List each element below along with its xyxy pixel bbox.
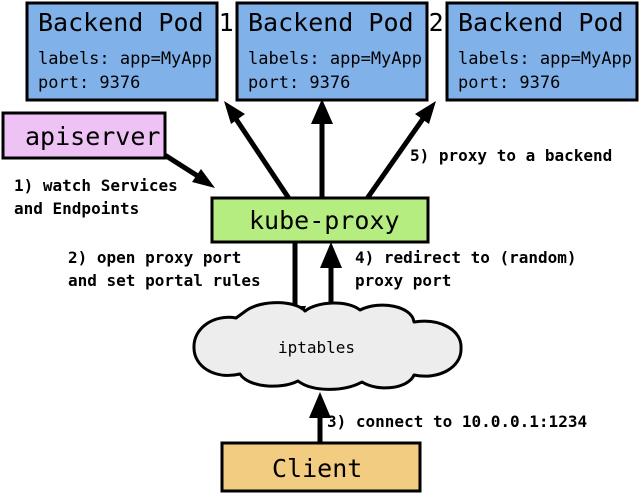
backend-pod-2-labels: labels: app=MyApp [248, 49, 422, 69]
step-1-line-1: 1) watch Services [14, 176, 178, 195]
backend-pod-3-labels: labels: app=MyApp [458, 49, 632, 69]
node-backend-pod-3[interactable]: Backend Pod 3 labels: app=MyApp port: 93… [445, 1, 640, 102]
backend-pod-1-labels: labels: app=MyApp [38, 49, 212, 69]
node-iptables[interactable]: iptables [192, 301, 463, 391]
step-2-label: 2) open proxy port and set portal rules [68, 248, 261, 290]
backend-pod-1-box[interactable] [25, 1, 219, 102]
node-client[interactable]: Client [220, 441, 422, 493]
iptables-label: iptables [278, 338, 355, 357]
apiserver-title: apiserver [25, 122, 160, 151]
backend-pod-1-title: Backend Pod 1 [38, 8, 234, 37]
step-4-line-1: 4) redirect to (random) [355, 248, 577, 267]
backend-pod-3-box[interactable] [445, 1, 639, 102]
backend-pod-2-box[interactable] [235, 1, 429, 102]
iptables-cloud-shape[interactable] [192, 301, 463, 391]
edge-client-to-iptables [309, 392, 331, 443]
step-5-line-1: 5) proxy to a backend [410, 146, 612, 165]
step-1-label: 1) watch Services and Endpoints [14, 176, 178, 218]
backend-pod-2-port: port: 9376 [248, 73, 350, 93]
node-backend-pod-1[interactable]: Backend Pod 1 labels: app=MyApp port: 93… [25, 1, 234, 102]
edge-apiserver-to-kubeproxy [158, 149, 215, 188]
node-backend-pod-2[interactable]: Backend Pod 2 labels: app=MyApp port: 93… [235, 1, 444, 102]
backend-pod-2-title: Backend Pod 2 [248, 8, 444, 37]
kube-proxy-title: kube-proxy [249, 206, 400, 235]
apiserver-box[interactable] [1, 111, 167, 160]
step-2-line-2: and set portal rules [68, 271, 261, 290]
kube-proxy-box[interactable] [210, 196, 430, 244]
step-3-line-1: 3) connect to 10.0.0.1:1234 [327, 412, 587, 431]
step-2-line-1: 2) open proxy port [68, 248, 241, 267]
node-apiserver[interactable]: apiserver [1, 111, 167, 160]
step-3-label: 3) connect to 10.0.0.1:1234 [327, 412, 587, 431]
client-title: Client [272, 454, 362, 483]
backend-pod-3-title: Backend Pod 3 [458, 8, 640, 37]
backend-pod-3-port: port: 9376 [458, 73, 560, 93]
node-kube-proxy[interactable]: kube-proxy [210, 196, 430, 244]
edge-kubeproxy-to-pod2 [311, 99, 333, 200]
client-box[interactable] [220, 441, 422, 493]
backend-pod-1-port: port: 9376 [38, 73, 140, 93]
step-5-label: 5) proxy to a backend [410, 146, 612, 165]
edge-kubeproxy-to-pod1 [224, 101, 293, 202]
step-1-line-2: and Endpoints [14, 199, 139, 218]
edge-kubeproxy-to-pod3 [363, 101, 436, 202]
step-4-label: 4) redirect to (random) proxy port [355, 248, 577, 290]
step-4-line-2: proxy port [355, 271, 451, 290]
